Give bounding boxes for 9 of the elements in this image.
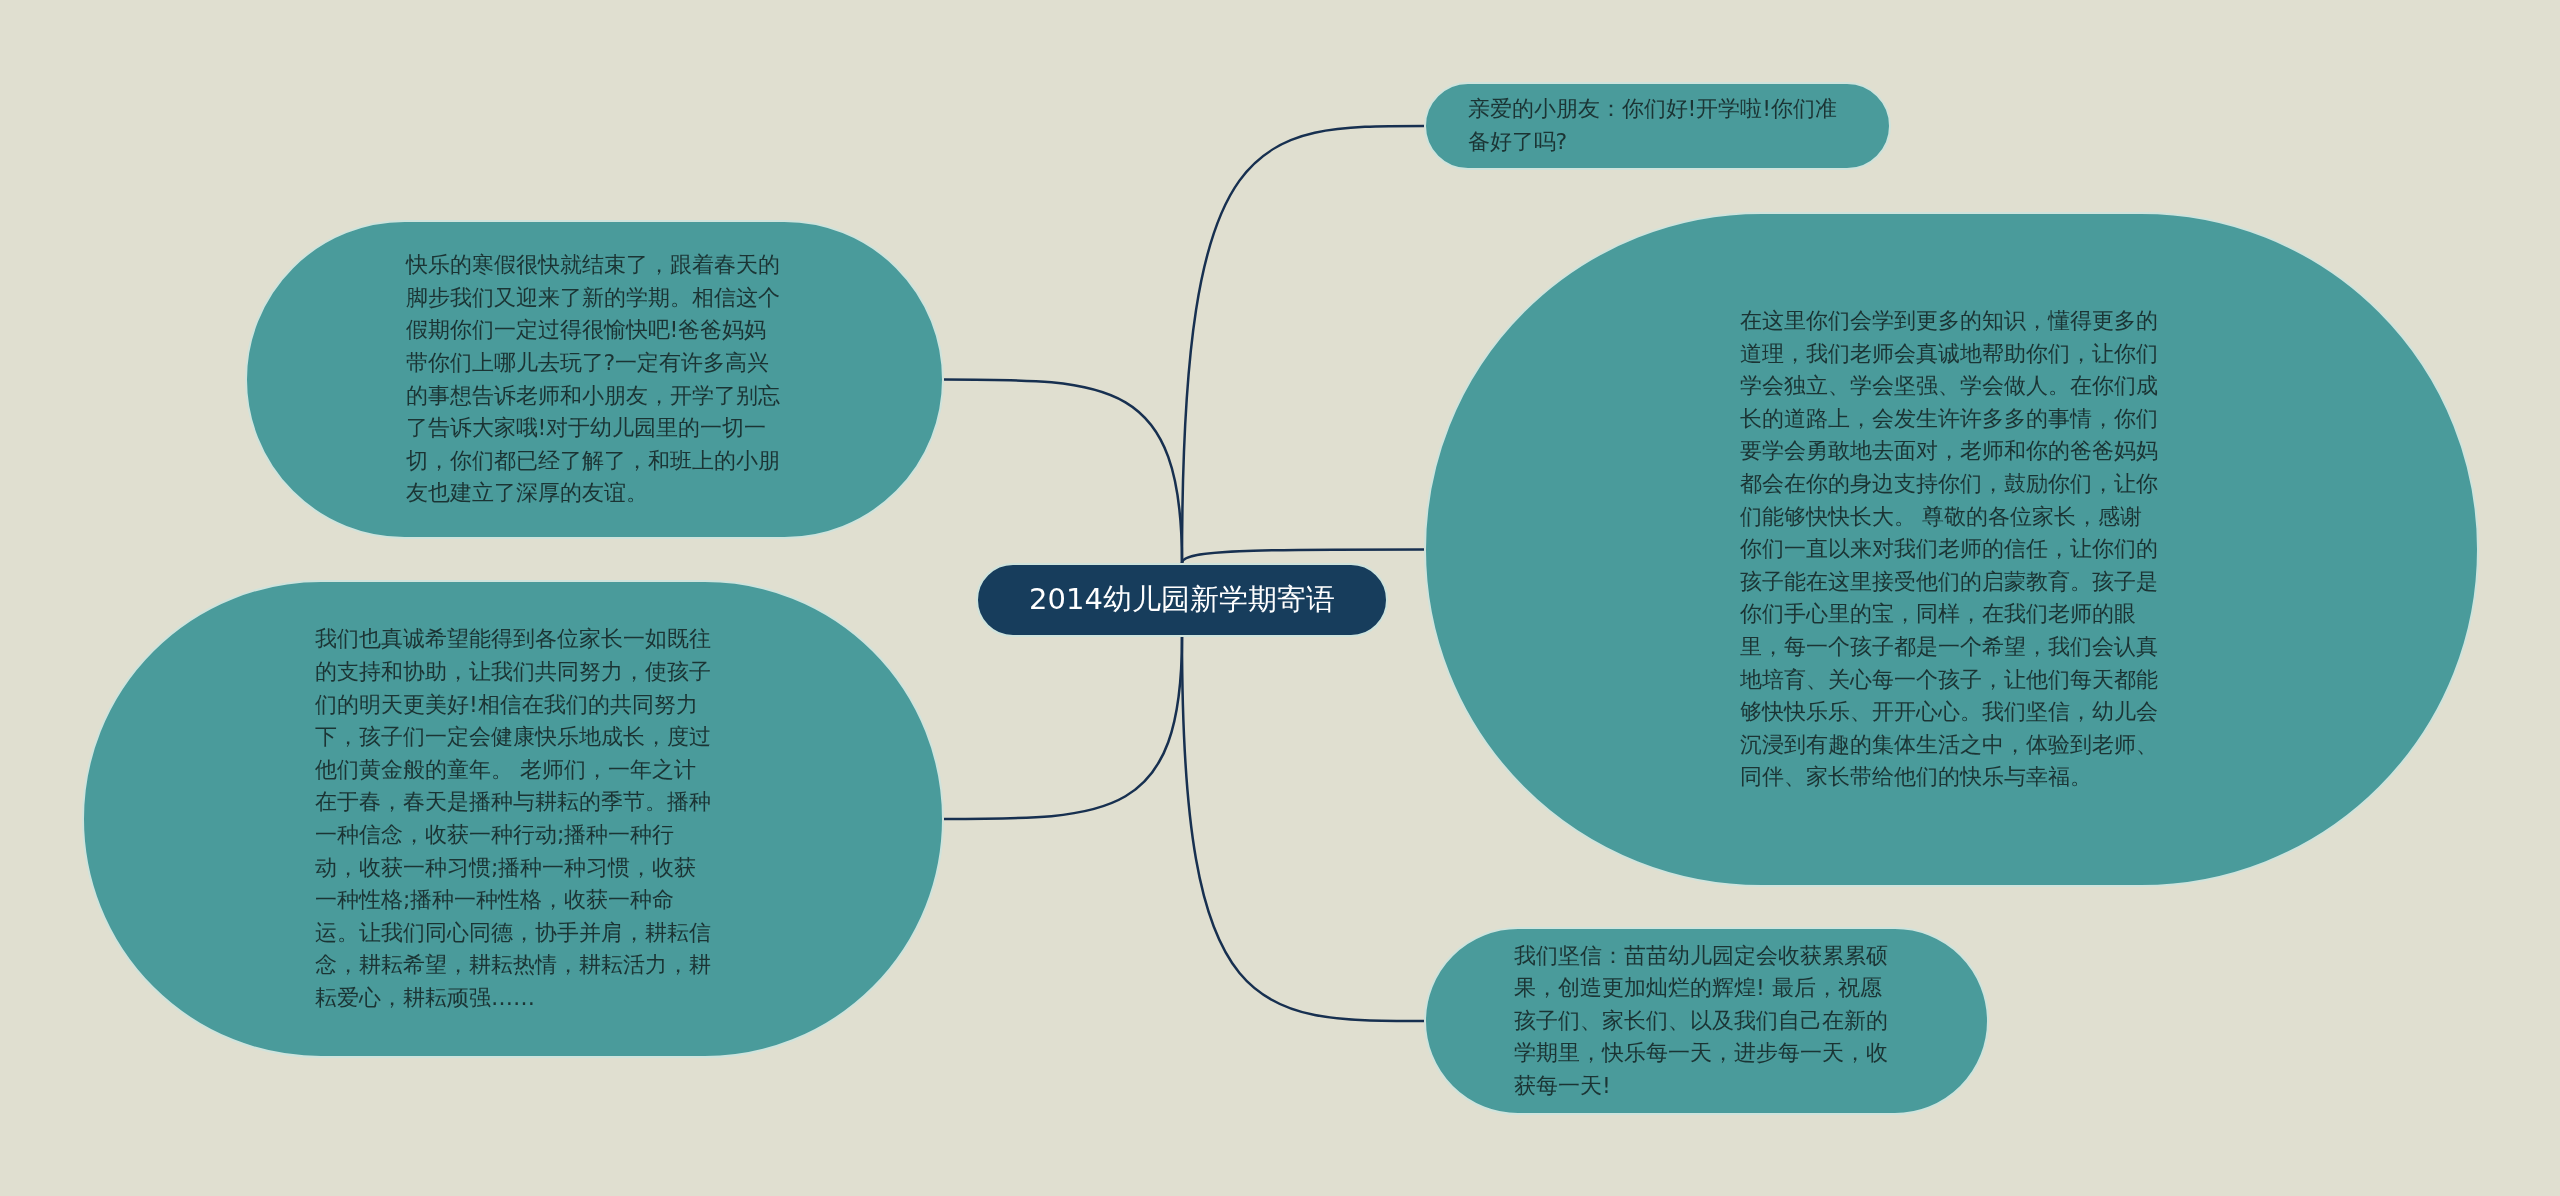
topic-text: 2014幼儿园新学期寄语 (1029, 581, 1335, 618)
topic-text: 亲爱的小朋友：你们好!开学啦!你们准备好了吗? (1467, 95, 1839, 156)
topic-text: 在这里你们会学到更多的知识，懂得更多的道理，我们老师会真诚地帮助你们，让你们学会独立、学会坚强、学会做人。在你们成长的道路上，会发生许许多多的事情，你们要学会勇敢地去面对，老师和你的爸爸妈妈都会在你的身边支持你们，鼓励你们，让你们能够快快长大。 尊敬的各位家长，感谢你们一直以来对我们老师的信任，让你们的孩子能在这里接受他们的启蒙教育。孩子是你们手心里的宝，同样，在我们老师的眼里，每一个孩子都是一个希望，我们会认真地培育、关心每一个孩子，让他们每天都能够快快乐乐、开开心心。我们坚信，幼儿会沉浸到有趣的集体生活之中，体验到老师、同伴、家长带给他们的快乐与幸福。 (1739, 307, 2159, 792)
topic-text: 我们坚信：苗苗幼儿园定会收获累累硕果，创造更加灿烂的辉煌! 最后，祝愿孩子们、家长们、以及我们自己在新的学期里，快乐每一天，进步每一天，收获每一天! (1514, 941, 1889, 1100)
topic-text: 快乐的寒假很快就结束了，跟着春天的脚步我们又迎来了新的学期。相信这个假期你们一定过得很愉快吧!爸爸妈妈带你们上哪儿去玩了?一定有许多高兴的事想告诉老师和小朋友，开学了别忘了告诉大家哦!对于幼儿园里的一切一切，你们都已经了解了，和班上的小朋友也建立了深厚的友谊。 (405, 251, 781, 508)
connector-curve (944, 378, 1184, 564)
connector-curve (944, 636, 1184, 821)
connector-curve (1180, 548, 1424, 564)
topic-text: 我们也真诚希望能得到各位家长一如既往的支持和协助，让我们共同努力，使孩子们的明天更美好!相信在我们的共同努力下，孩子们一定会健康快乐地成长，度过他们黄金般的童年。 老师们，一年之计在于春，春天是播种与耕耘的季节。播种一种信念，收获一种行动;播种一种行动，收获一种习惯;播种一种习惯，收获一种性格;播种一种性格，收获一种命运。让我们同心同德，协手并肩，耕耘信念，耕耘希望，耕耘热情，耕耘活力，耕耘爱心，耕耘顽强…… (315, 625, 711, 1012)
